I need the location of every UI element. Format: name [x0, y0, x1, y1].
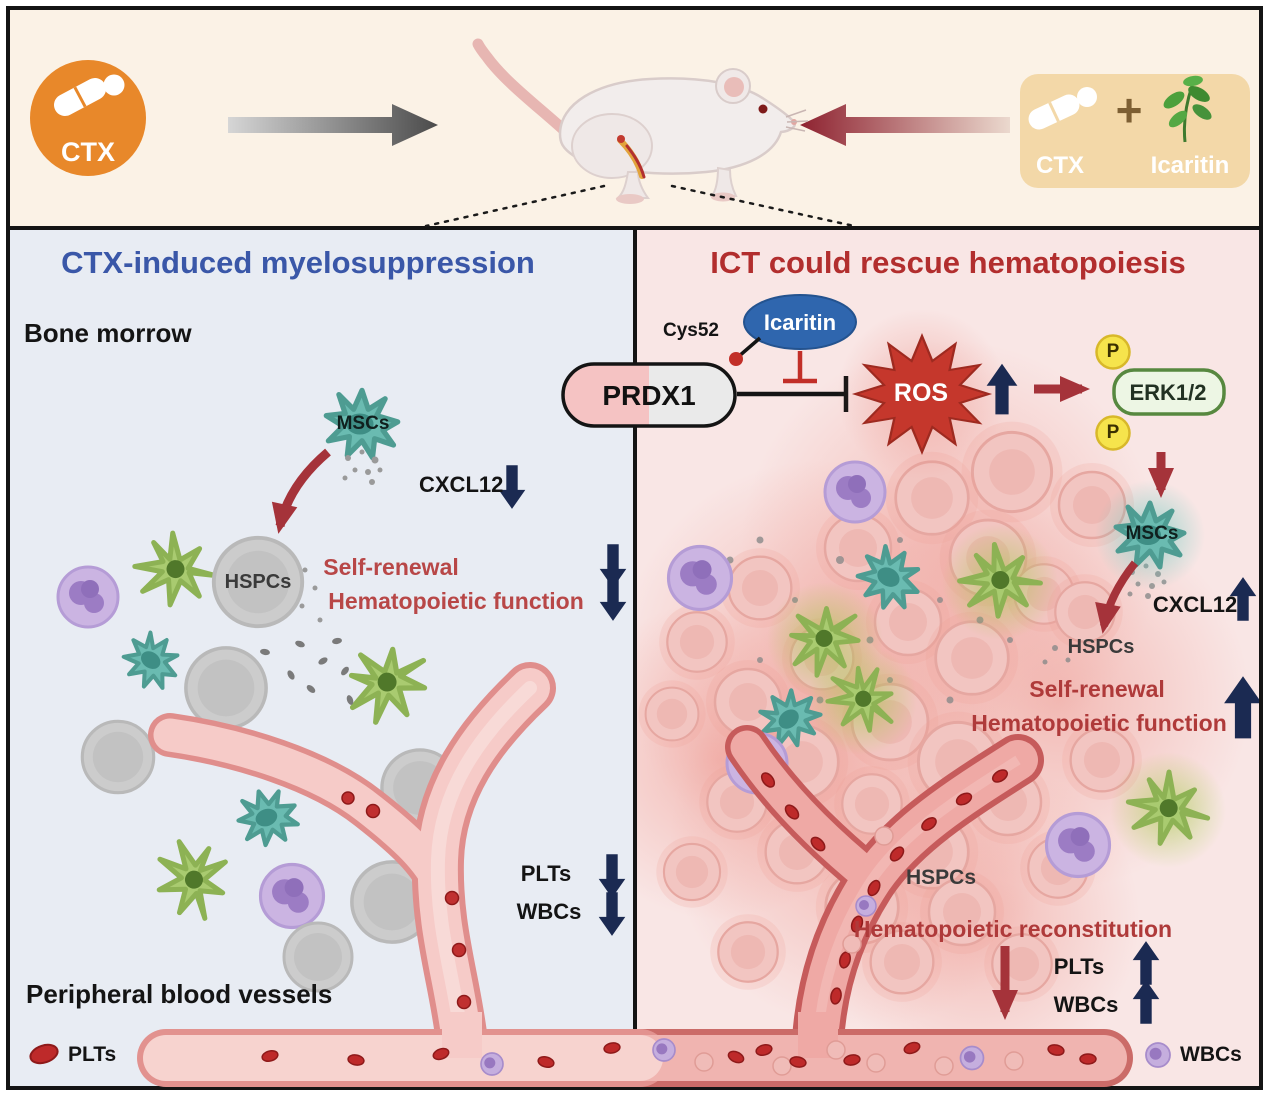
peripheral-vessels-label: Peripheral blood vessels [26, 979, 333, 1009]
legend-wbcs-label: WBCs [1180, 1043, 1242, 1066]
combo-ctx-label: CTX [1036, 152, 1084, 179]
hema-function-label-right: Hematopoietic function [971, 710, 1227, 736]
wbcs-label-left: WBCs [516, 899, 582, 924]
bone-marrow-label: Bone morrow [24, 318, 192, 348]
speckles [299, 449, 383, 623]
erk-label: ERK1/2 [1129, 380, 1207, 405]
combo-plus: + [1115, 84, 1143, 136]
mscs-label-left: MSCs [336, 413, 390, 434]
wbc-legend-icon [1145, 1042, 1171, 1068]
pill-icon-combo [1028, 94, 1080, 130]
top-panel-art [30, 38, 1250, 228]
wbc-cell [258, 862, 326, 930]
icaritin-oval [743, 294, 857, 350]
legend-plts-label: PLTs [68, 1043, 117, 1066]
wbcs-label-right: WBCs [1053, 992, 1119, 1017]
platelet-specks [260, 637, 354, 705]
cxcl12-label-right: CXCL12 [1152, 592, 1238, 617]
left-panel-art [56, 390, 627, 1068]
hspc-cell [184, 646, 268, 730]
pathway [729, 294, 1226, 498]
mouse-eye [758, 104, 768, 114]
hspc-cell [80, 719, 156, 795]
self-renewal-label-left: Self-renewal [323, 554, 459, 580]
mscs-label-right: MSCs [1125, 523, 1179, 544]
right-panel-title: ICT could rescue hematopoiesis [710, 245, 1186, 280]
reconstitution-label: Hematopoietic reconstitution [853, 916, 1173, 942]
hema-function-label-left: Hematopoietic function [328, 588, 584, 614]
wbc-cell [56, 565, 120, 629]
phospho-bottom [1095, 415, 1131, 451]
prdx1-pill [561, 362, 737, 428]
pill-ball-icon [103, 74, 125, 96]
msc-to-hspc-arrow [1095, 560, 1139, 634]
plts-label-right: PLTs [1053, 954, 1105, 979]
zoom-line-right [670, 184, 856, 228]
plt-legend-icon [29, 1043, 59, 1065]
peripheral-vessel [137, 1012, 1133, 1087]
left-blood-vessel [148, 662, 556, 1068]
cxcl12-label-left: CXCL12 [419, 472, 504, 497]
cys52-label: Cys52 [663, 320, 719, 341]
right-panel-art [637, 294, 1259, 1080]
hspcs-lower-label: HSPCs [905, 866, 977, 889]
combo-icaritin-label: Icaritin [1150, 152, 1230, 179]
plts-label-left: PLTs [520, 861, 572, 886]
msc-to-hspc-arrow [271, 448, 331, 534]
mouse-tail [472, 38, 572, 138]
erk-box [1112, 368, 1226, 416]
plts-in-vessel [341, 791, 472, 1010]
cys52-site-dot [729, 352, 743, 366]
wbc-cell [823, 460, 887, 524]
self-renewal-label-right: Self-renewal [1029, 676, 1165, 702]
ros-starburst [851, 333, 993, 455]
ctx-arrow [228, 104, 438, 146]
zoom-line-left [424, 184, 606, 228]
wbc-cell [666, 544, 734, 612]
mouse-icon [472, 38, 809, 204]
phospho-top [1095, 334, 1131, 370]
right-blood-vessel [725, 725, 1044, 1066]
prdx1-label: PRDX1 [602, 380, 696, 411]
hspcs-label-left: HSPCs [224, 571, 292, 593]
plant-icon [1163, 75, 1212, 143]
icaritin-inhibition [783, 351, 817, 384]
hspcs-upper-label: HSPCs [1067, 636, 1135, 658]
combo-arrow [800, 104, 1010, 146]
phospho-top-label: P [1106, 341, 1120, 362]
phospho-bottom-label: P [1106, 422, 1120, 443]
cys52-bond-line [736, 336, 762, 359]
left-panel-title: CTX-induced myelosuppression [61, 245, 535, 280]
wbc-cell [1044, 811, 1112, 879]
icaritin-oval-label: Icaritin [763, 310, 837, 335]
pill-icon [53, 78, 107, 116]
ros-label: ROS [893, 379, 949, 407]
ctx-badge-label: CTX [61, 137, 115, 167]
